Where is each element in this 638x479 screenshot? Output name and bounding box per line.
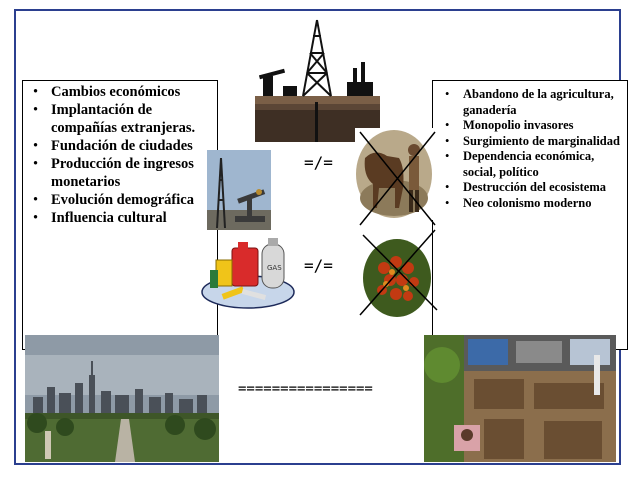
consequences-list: Abandono de la agricultura, ganadería Mo… — [445, 87, 627, 212]
benefits-list: Cambios económicos Implantación de compa… — [33, 83, 217, 227]
list-item: Dependencia económica, social, político — [445, 149, 627, 180]
consequences-box: Abandono de la agricultura, ganadería Mo… — [432, 80, 628, 350]
benefits-box: Cambios económicos Implantación de compa… — [22, 80, 218, 350]
oil-pump-photo — [207, 150, 271, 230]
not-equal-symbol: =/= — [304, 256, 333, 275]
fuel-products-icon: GAS — [198, 230, 298, 315]
list-item: Influencia cultural — [33, 209, 217, 227]
city-skyline-photo — [25, 335, 219, 462]
list-item: Fundación de ciudades — [33, 137, 217, 155]
list-item: Evolución demográfica — [33, 191, 217, 209]
list-item: Destrucción del ecosistema — [445, 180, 627, 196]
list-item: Neo colonismo moderno — [445, 196, 627, 212]
list-item: Surgimiento de marginalidad — [445, 134, 627, 150]
list-item: Cambios económicos — [33, 83, 217, 101]
list-item: Abandono de la agricultura, ganadería — [445, 87, 627, 118]
list-item: Producción de ingresos monetarios — [33, 155, 217, 191]
slum-photo — [424, 335, 616, 462]
svg-text:GAS: GAS — [267, 264, 282, 272]
list-item: Monopolio invasores — [445, 118, 627, 134]
list-item: Implantación de compañías extranjeras. — [33, 101, 217, 137]
equals-line: ================ — [238, 381, 373, 397]
not-equal-symbol: =/= — [304, 153, 333, 172]
cross-out-lines — [359, 131, 438, 316]
